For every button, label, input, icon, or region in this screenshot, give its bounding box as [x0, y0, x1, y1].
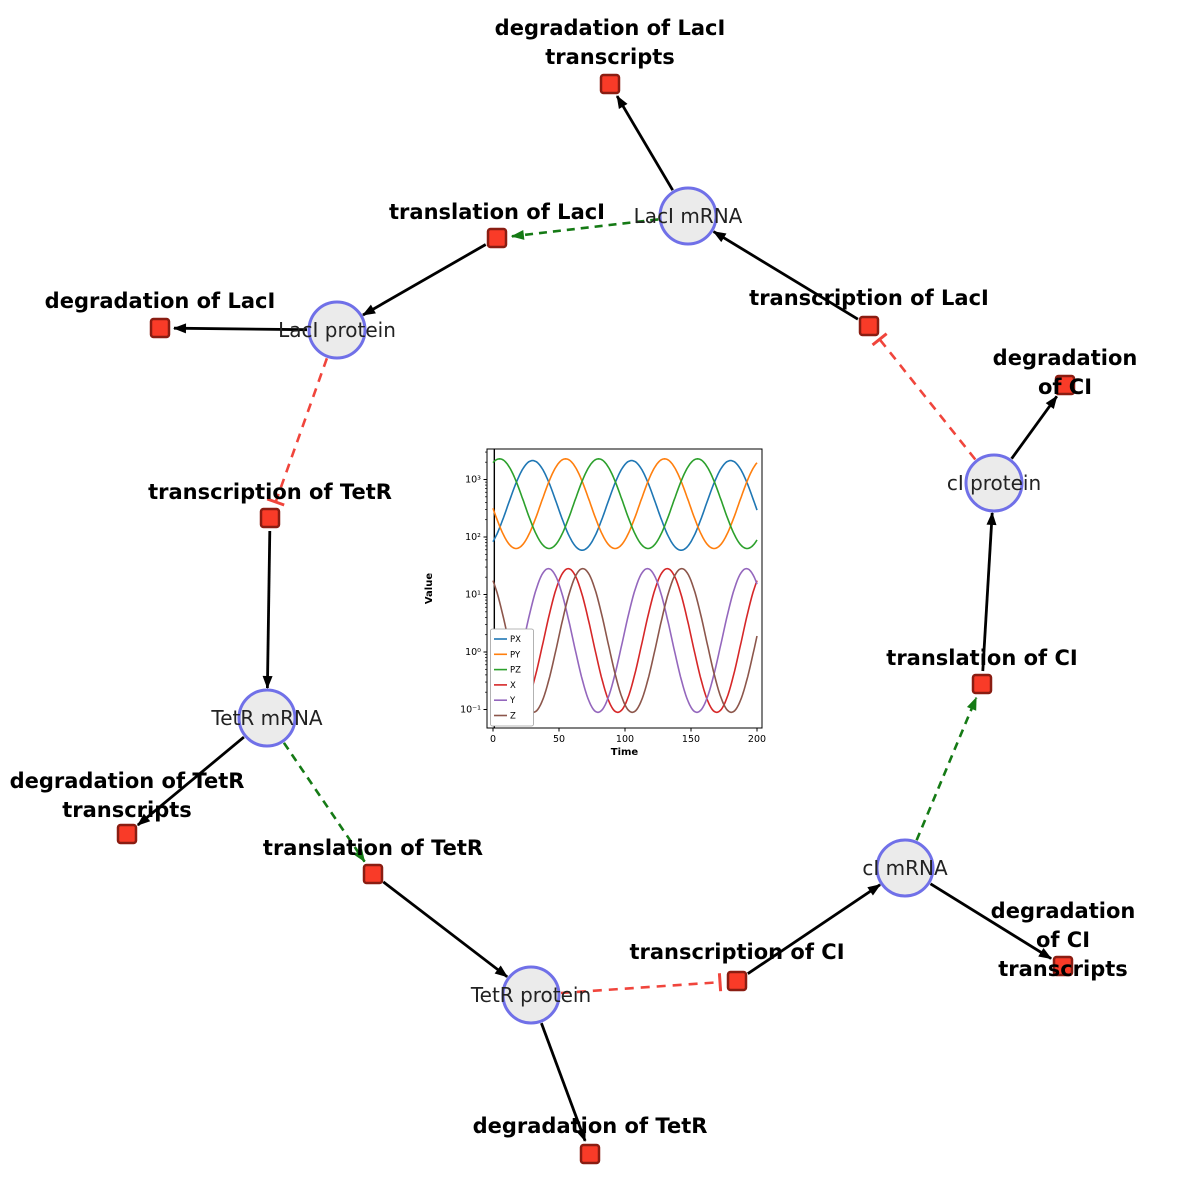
edge-consume--tetr_protein--deg_tetr: [540, 1022, 587, 1142]
species-node-ci_protein[interactable]: [964, 453, 1024, 513]
series-line-Y: [492, 567, 758, 714]
reaction-node-deg_laci_tx[interactable]: [599, 73, 621, 95]
legend-label-Y: Y: [509, 696, 516, 706]
node-layer: [116, 73, 1076, 1165]
edge-consume--laci_mrna--deg_laci_tx: [615, 95, 674, 191]
reaction-node-transc_tetr[interactable]: [259, 507, 281, 529]
y-tick-label: 10⁻¹: [460, 705, 481, 716]
legend-label-X: X: [510, 681, 516, 691]
species-node-ci_mrna[interactable]: [875, 838, 935, 898]
reaction-node-transl_ci[interactable]: [971, 673, 993, 695]
species-node-laci_protein[interactable]: [307, 300, 367, 360]
species-node-tetr_protein[interactable]: [501, 965, 561, 1025]
reaction-node-deg_tetr_tx[interactable]: [116, 823, 138, 845]
edge-consume--ci_protein--deg_ci: [1010, 395, 1058, 460]
edge-produce--transc_tetr--tetr_mrna: [262, 530, 273, 689]
legend-label-PY: PY: [510, 650, 521, 660]
edge-consume--ci_mrna--deg_ci_tx: [929, 882, 1052, 960]
legend-label-PX: PX: [510, 635, 521, 645]
edge-modifier--tetr_mrna--transl_tetr: [282, 742, 366, 863]
x-tick-label: 50: [553, 734, 565, 745]
y-axis-label: Value: [424, 573, 435, 604]
edge-inhibit--laci_protein--transc_tetr: [266, 357, 329, 507]
reaction-node-deg_ci_tx[interactable]: [1052, 955, 1074, 977]
reaction-node-transc_ci[interactable]: [726, 970, 748, 992]
edge-consume--laci_protein--deg_laci: [173, 323, 308, 334]
series-line-PX: [492, 459, 758, 551]
legend-frame: [490, 628, 534, 727]
edge-produce--transc_ci--ci_mrna: [747, 883, 881, 975]
edge-produce--transc_laci--laci_mrna: [712, 230, 859, 321]
chart-legend: PX PY PZ XYZ: [490, 628, 534, 727]
legend-label-Z: Z: [510, 712, 516, 722]
edge-modifier--laci_mrna--transl_laci: [510, 218, 659, 240]
edge-inhibit--tetr_protein--transc_ci: [560, 973, 723, 995]
y-tick-label: 10²: [465, 532, 481, 543]
y-tick-label: 10³: [465, 475, 481, 486]
edge-modifier--ci_mrna--transl_ci: [915, 696, 978, 841]
reaction-node-deg_laci[interactable]: [149, 317, 171, 339]
species-node-tetr_mrna[interactable]: [237, 688, 297, 748]
reaction-node-transl_laci[interactable]: [486, 227, 508, 249]
y-tick-label: 10¹: [465, 590, 481, 601]
x-tick-label: 150: [682, 734, 700, 745]
series-line-Z: [492, 567, 758, 714]
species-node-laci_mrna[interactable]: [658, 186, 718, 246]
series-line-PZ: [492, 458, 758, 550]
x-tick-label: 100: [616, 734, 634, 745]
edge-inhibit--ci_protein--transc_laci: [871, 332, 977, 461]
edge-produce--transl_tetr--tetr_protein: [382, 880, 509, 978]
edge-produce--transl_laci--laci_protein: [362, 243, 487, 317]
reaction-node-deg_ci[interactable]: [1054, 374, 1076, 396]
legend-label-PZ: PZ: [510, 666, 521, 676]
edge-consume--tetr_mrna--deg_tetr_tx: [136, 736, 245, 827]
x-tick-label: 200: [748, 734, 766, 745]
reaction-node-deg_tetr[interactable]: [579, 1143, 601, 1165]
x-axis-label: Time: [611, 747, 639, 758]
edge-produce--transl_ci--ci_protein: [981, 511, 997, 672]
series-line-PY: [492, 458, 758, 550]
x-tick-label: 0: [490, 734, 496, 745]
edge-layer: [136, 95, 1058, 1142]
reaction-node-transl_tetr[interactable]: [362, 863, 384, 885]
reaction-node-transc_laci[interactable]: [858, 315, 880, 337]
y-tick-label: 10⁰: [465, 647, 481, 658]
